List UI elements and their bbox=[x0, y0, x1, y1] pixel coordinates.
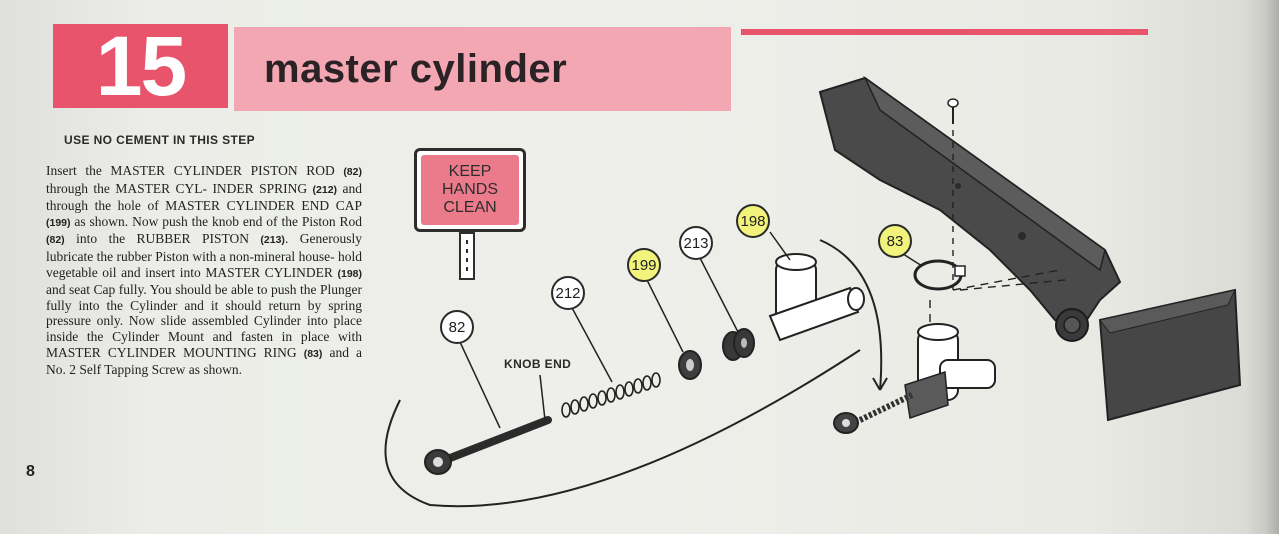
knob-end-label: KNOB END bbox=[504, 357, 572, 371]
callout-83: 83 bbox=[878, 224, 912, 258]
end-cap-icon bbox=[678, 350, 702, 380]
instruction-text: . Generously lubricate the rubber Piston… bbox=[46, 231, 362, 280]
step-number: 15 bbox=[95, 19, 187, 113]
part-reference: (82) bbox=[343, 166, 362, 178]
master-cylinder-icon bbox=[768, 253, 865, 342]
sign-line-1: KEEP bbox=[448, 163, 492, 180]
keep-hands-clean-sign: KEEP HANDS CLEAN bbox=[414, 148, 526, 232]
part-reference: (198) bbox=[337, 267, 362, 280]
part-reference: (213) bbox=[260, 234, 285, 247]
book-spine-shadow bbox=[1245, 0, 1279, 534]
cement-note: USE NO CEMENT IN THIS STEP bbox=[64, 133, 256, 147]
instruction-text: into the RUBBER PISTON bbox=[64, 231, 261, 247]
page-title: master cylinder bbox=[264, 46, 568, 91]
callout-199: 199 bbox=[627, 248, 661, 282]
instruction-paragraph: Insert the MASTER CYLINDER PISTON ROD (8… bbox=[46, 163, 362, 378]
rubber-piston-icon bbox=[722, 328, 755, 361]
instruction-text: Insert the MASTER CYLINDER PISTON ROD bbox=[46, 163, 344, 178]
instruction-text: and a No. 2 Self Tapping Screw as shown. bbox=[46, 344, 362, 378]
callout-213: 213 bbox=[679, 226, 713, 260]
cylinder-mount-icon bbox=[818, 75, 1242, 422]
header-rule bbox=[741, 29, 1148, 35]
instruction-text: and seat Cap fully. You should be able t… bbox=[46, 282, 362, 360]
title-band: master cylinder bbox=[234, 27, 731, 111]
sign-line-3: CLEAN bbox=[443, 199, 497, 216]
instruction-text: through the MASTER CYL- INDER SPRING bbox=[46, 180, 313, 196]
sign-post bbox=[459, 232, 475, 280]
callout-82: 82 bbox=[440, 310, 474, 344]
instruction-text: as shown. Now push the knob end of the P… bbox=[70, 213, 362, 229]
part-reference: (199) bbox=[46, 216, 71, 229]
piston-rod-icon bbox=[424, 416, 552, 475]
mounting-ring-icon bbox=[913, 259, 966, 291]
assembled-cylinder-icon bbox=[833, 323, 996, 434]
part-reference: (212) bbox=[312, 183, 338, 196]
spring-icon bbox=[561, 372, 661, 418]
step-number-box: 15 bbox=[53, 24, 228, 108]
sign-line-2: HANDS bbox=[441, 181, 498, 198]
callout-212: 212 bbox=[551, 276, 585, 310]
instruction-text: and through the hole of MASTER CYLINDER … bbox=[46, 180, 362, 214]
leader-lines bbox=[459, 231, 923, 429]
page-number: 8 bbox=[26, 463, 35, 480]
part-reference: (83) bbox=[303, 347, 323, 360]
callout-198: 198 bbox=[736, 204, 770, 238]
part-reference: (82) bbox=[46, 234, 65, 247]
